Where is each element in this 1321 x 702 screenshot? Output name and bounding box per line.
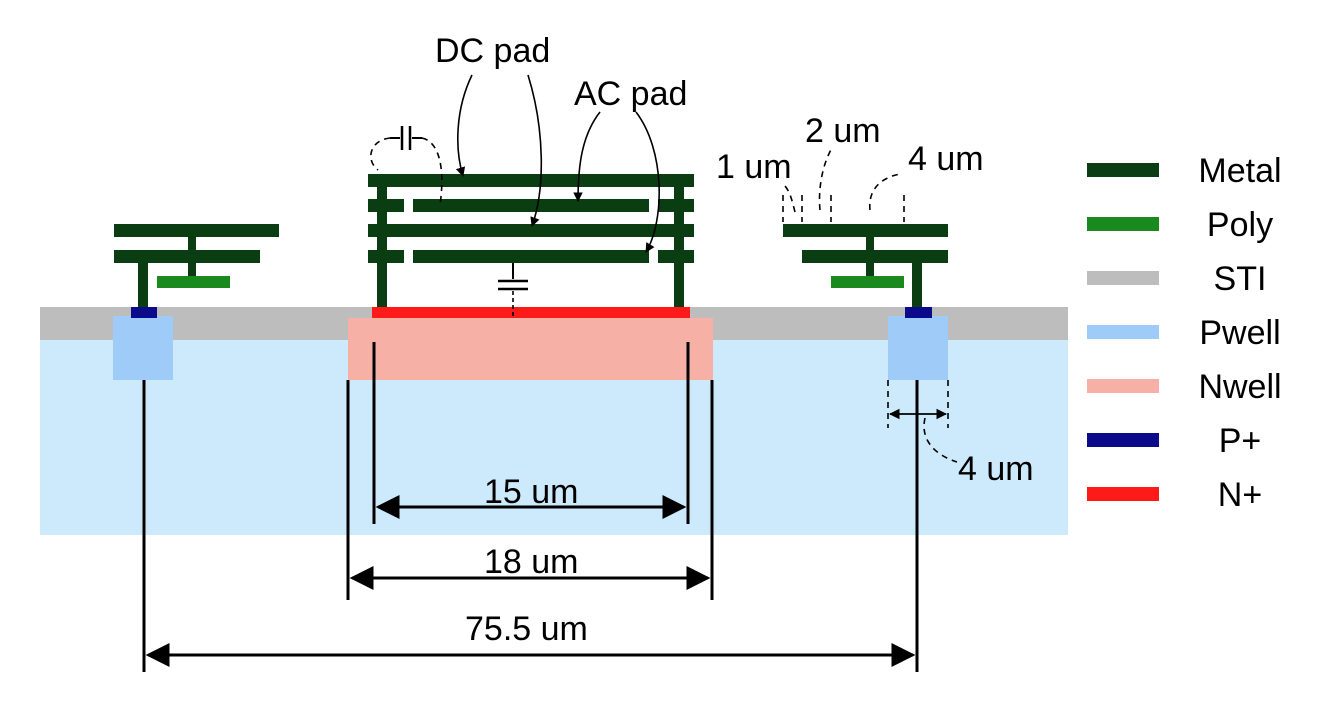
gap-2um-label: 2 um [805, 112, 881, 150]
legend-label-sti: STI [1214, 260, 1267, 298]
right-poly-gate [831, 276, 904, 288]
capacitor-symbol-top [370, 126, 443, 206]
capacitor-symbol-center [498, 263, 528, 318]
dc-pad-arrow-2 [527, 74, 543, 227]
legend-swatch-sti [1087, 271, 1159, 285]
legend-label-metal: Metal [1198, 152, 1281, 190]
pplus-right [905, 307, 932, 318]
ac-pad-arrow-2 [635, 111, 660, 253]
legend-swatch-pwell [1087, 325, 1159, 339]
gap-1um-label: 1 um [716, 148, 792, 186]
nwell-region [348, 318, 713, 380]
pwell-right [888, 316, 948, 380]
legend-swatch-poly [1087, 217, 1159, 231]
width-15um-label: 15 um [484, 473, 579, 511]
gap-4um-side-label: 4 um [958, 450, 1034, 488]
left-metal-stack [114, 224, 279, 307]
left-poly-gate [157, 276, 230, 288]
legend-swatch-nwell [1087, 379, 1159, 393]
center-pad-stack [368, 174, 694, 307]
gap-1um-leader [784, 185, 796, 213]
legend-swatch-p- [1087, 433, 1159, 447]
ac-pad-label: AC pad [574, 75, 687, 113]
gap-4um-leader [869, 173, 901, 211]
right-metal-stack [783, 224, 948, 307]
gap-2um-leader [818, 147, 833, 211]
pplus-left [131, 307, 157, 318]
dc-pad-arrow-1 [455, 74, 473, 177]
legend-label-p-: P+ [1219, 422, 1262, 460]
legend-swatch-metal [1087, 163, 1159, 177]
pwell-dim-leader [923, 417, 958, 463]
legend-swatch-n- [1087, 487, 1159, 501]
nplus-region [372, 307, 690, 318]
ac-pad-arrow-1 [573, 111, 601, 202]
width-18um-label: 18 um [484, 543, 579, 581]
legend-label-n-: N+ [1218, 476, 1262, 514]
legend-label-poly: Poly [1207, 206, 1273, 244]
legend-label-pwell: Pwell [1199, 314, 1280, 352]
gap-4um-top-label: 4 um [908, 140, 984, 178]
pwell-left [113, 316, 173, 380]
width-75um-label: 75.5 um [465, 610, 588, 648]
dc-pad-label: DC pad [435, 32, 550, 70]
legend-label-nwell: Nwell [1198, 368, 1281, 406]
